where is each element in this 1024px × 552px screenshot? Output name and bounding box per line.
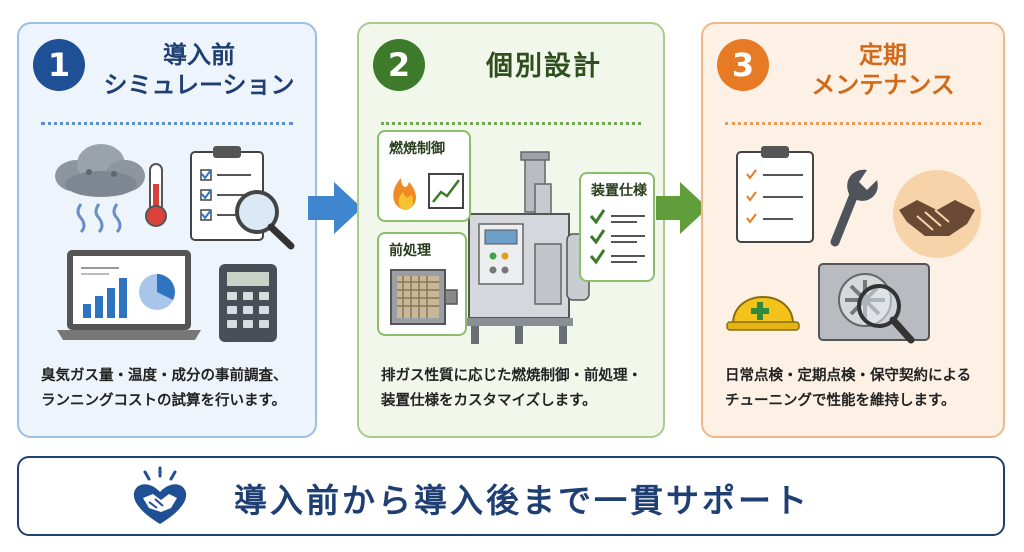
magnifier-icon <box>235 190 295 250</box>
safety-helmet-icon <box>726 296 800 331</box>
step-1-title: 導入前 シミュレーション <box>89 40 309 100</box>
wrench-icon <box>830 169 878 247</box>
flame-icon <box>393 178 416 210</box>
step-1-description-line1: 臭気ガス量・温度・成分の事前調査、 <box>41 368 288 384</box>
combustion-icons <box>393 173 464 210</box>
pretreatment-callout: 前処理 <box>377 232 467 336</box>
calculator-icon <box>219 264 277 342</box>
combustion-control-callout: 燃焼制御 <box>377 130 471 222</box>
filter-unit-icon <box>390 269 458 325</box>
arrow-step1-to-step2-icon <box>308 182 362 234</box>
equipment-spec-label: 装置仕様 <box>591 183 647 199</box>
step-3-divider <box>725 122 981 125</box>
step-1-panel: 1 導入前 シミュレーション <box>17 22 317 438</box>
step-2-panel: 2 個別設計 燃焼制御 <box>357 22 665 438</box>
step-3-title-line2: メンテナンス <box>811 71 955 99</box>
smoke-cloud-icon <box>55 144 145 234</box>
step-1-title-line1: 導入前 <box>163 41 235 69</box>
step-2-description: 排ガス性質に応じた燃焼制御・前処理・ 装置仕様をカスタマイズします。 <box>381 364 649 414</box>
step-1-number-badge: 1 <box>33 39 85 91</box>
step-2-title: 個別設計 <box>486 51 602 82</box>
step-2-number-badge: 2 <box>373 39 425 91</box>
handshake-icon <box>893 170 981 258</box>
equipment-inspection-icon <box>818 263 930 344</box>
step-3-description: 日常点検・定期点検・保守契約による チューニングで性能を維持します。 <box>725 364 989 414</box>
spec-checklist-icon <box>589 209 645 265</box>
support-banner-text: 導入前から導入後まで一貫サポート <box>234 481 810 520</box>
step-3-number-badge: 3 <box>717 39 769 91</box>
incinerator-machine-icon <box>465 151 590 344</box>
step-2-description-line1: 排ガス性質に応じた燃焼制御・前処理・ <box>381 368 642 384</box>
step-3-panel: 3 定期 メンテナンス <box>701 22 1005 438</box>
step-3-title-line1: 定期 <box>859 41 907 69</box>
step-1-title-line2: シミュレーション <box>103 71 295 99</box>
pretreatment-label: 前処理 <box>389 243 431 259</box>
trend-chart-icon <box>428 173 464 209</box>
step-3-description-line1: 日常点検・定期点検・保守契約による <box>725 368 972 384</box>
step-3-title: 定期 メンテナンス <box>763 40 1003 100</box>
step-3-description-line2: チューニングで性能を維持します。 <box>725 393 956 409</box>
arrow-step2-to-step3-icon <box>656 182 708 234</box>
thermometer-icon <box>145 163 167 227</box>
step-2-description-line2: 装置仕様をカスタマイズします。 <box>381 393 597 409</box>
equipment-spec-callout: 装置仕様 <box>579 172 655 282</box>
support-banner: 導入前から導入後まで一貫サポート <box>17 456 1005 536</box>
step-1-divider <box>41 122 293 125</box>
step-2-divider <box>381 122 641 125</box>
step-1-description: 臭気ガス量・温度・成分の事前調査、 ランニングコストの試算を行います。 <box>41 364 301 414</box>
step-1-illustration <box>55 144 295 342</box>
combustion-control-label: 燃焼制御 <box>389 141 445 157</box>
step-3-illustration <box>726 146 981 344</box>
heart-handshake-icon <box>133 466 187 524</box>
laptop-chart-icon <box>57 250 201 340</box>
inspection-clipboard-icon <box>736 146 814 243</box>
step-1-description-line2: ランニングコストの試算を行います。 <box>41 393 287 409</box>
